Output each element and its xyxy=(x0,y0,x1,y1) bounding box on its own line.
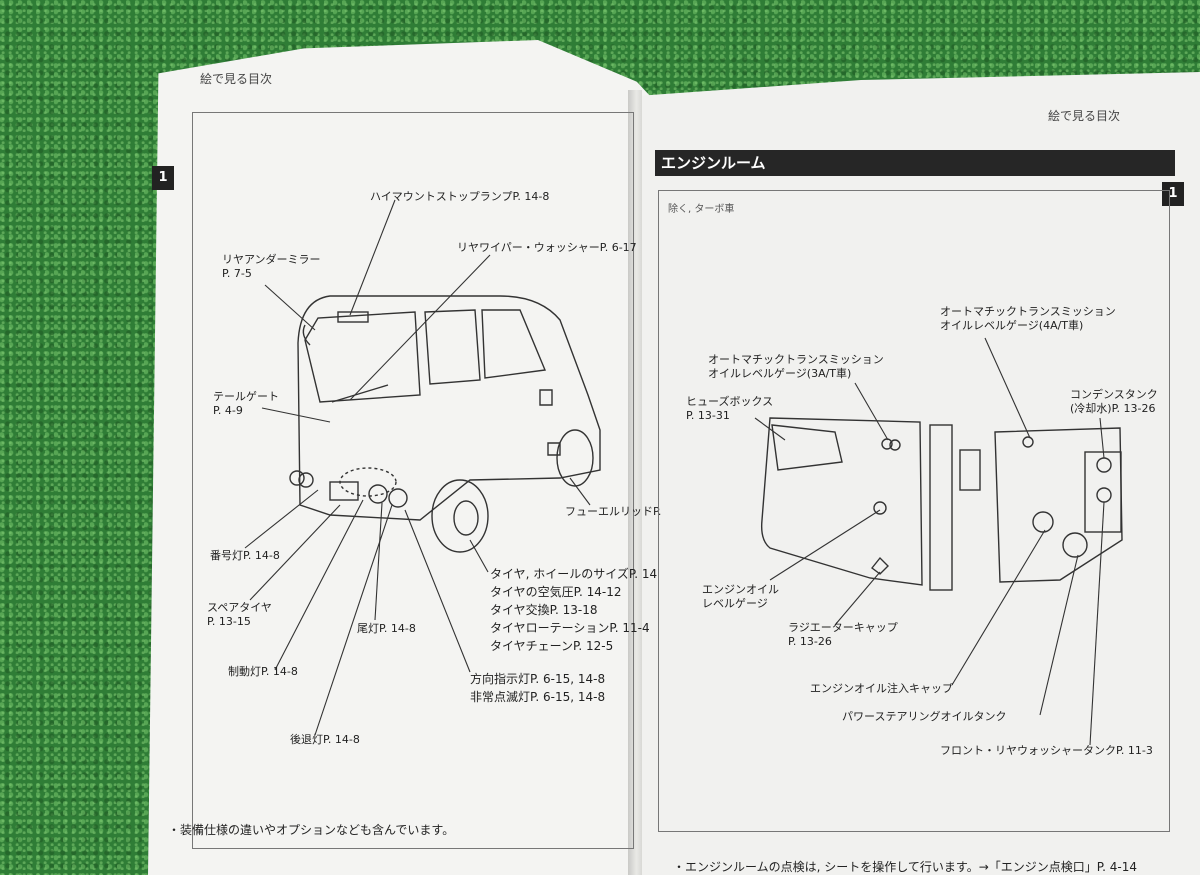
label-ps-oil-tank: パワーステアリングオイルタンク xyxy=(842,710,1007,723)
label-turn-signals: 方向指示灯P. 6-15, 14-8 非常点滅灯P. 6-15, 14-8 xyxy=(470,672,606,704)
right-footnote: ・エンジンルームの点検は, シートを操作して行います。→「エンジン点検口」P. … xyxy=(673,860,1137,874)
label-washer-tank: フロント・リヤウォッシャータンクP. 11-3 xyxy=(940,744,1153,757)
label-atf-gauge-4at: オートマチックトランスミッション オイルレベルゲージ(4A/T車) xyxy=(940,305,1116,332)
right-figure-frame xyxy=(658,190,1170,832)
label-reverse-light: 後退灯P. 14-8 xyxy=(290,733,360,746)
label-rear-wiper: リヤワイパー・ウォッシャーP. 6-17 xyxy=(457,241,637,254)
left-page-header: 絵で見る目次 xyxy=(200,72,273,86)
label-tailgate: テールゲート P. 4-9 xyxy=(213,390,279,417)
label-tail-light: 尾灯P. 14-8 xyxy=(357,622,416,635)
label-radiator-cap: ラジエーターキャップ P. 13-26 xyxy=(788,621,898,648)
label-plate-light: 番号灯P. 14-8 xyxy=(210,549,280,562)
label-oil-filler-cap: エンジンオイル注入キャップ xyxy=(810,682,953,695)
frame-note: 除く, ターボ車 xyxy=(668,204,735,215)
label-high-mount-stop-lamp: ハイマウントストップランプP. 14-8 xyxy=(370,190,550,203)
right-page-header: 絵で見る目次 xyxy=(1048,109,1121,123)
right-chapter-tab: 1 xyxy=(1162,182,1184,206)
label-brake-light: 制動灯P. 14-8 xyxy=(228,665,298,678)
left-chapter-tab: 1 xyxy=(152,166,174,190)
label-tire-group: タイヤ, ホイールのサイズP. 14 タイヤの空気圧P. 14-12 タイヤ交換… xyxy=(490,567,658,653)
left-figure-frame xyxy=(192,112,634,849)
label-condenser-tank: コンデンスタンク (冷却水)P. 13-26 xyxy=(1070,388,1158,415)
label-spare-tire: スペアタイヤ P. 13-15 xyxy=(207,601,272,628)
label-fuse-box: ヒューズボックス P. 13-31 xyxy=(686,395,774,422)
label-engine-oil-gauge: エンジンオイル レベルゲージ xyxy=(702,583,779,610)
book-spine xyxy=(628,90,642,875)
label-rear-mirror: リヤアンダーミラー P. 7-5 xyxy=(222,253,321,280)
section-title: エンジンルーム xyxy=(661,154,766,172)
right-page xyxy=(635,72,1200,875)
left-page xyxy=(148,40,668,875)
left-footnote: ・装備仕様の違いやオプションなども含んでいます。 xyxy=(168,823,455,837)
section-title-bar: エンジンルーム xyxy=(655,150,1175,176)
label-fuel-lid: フューエルリッドP. xyxy=(565,505,662,518)
label-atf-gauge-3at: オートマチックトランスミッション オイルレベルゲージ(3A/T車) xyxy=(708,353,884,380)
